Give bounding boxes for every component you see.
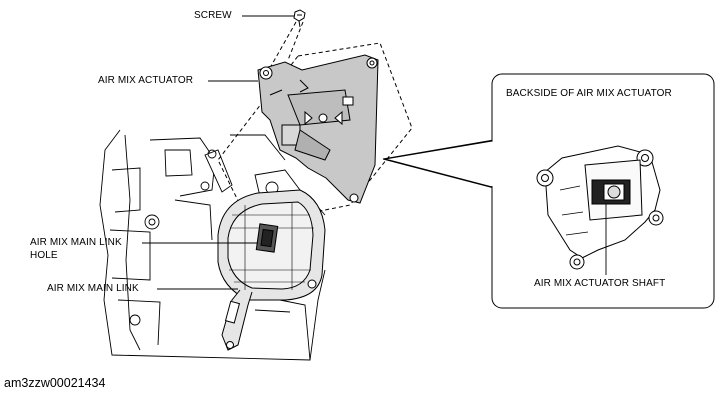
air-mix-main-link (217, 189, 326, 351)
label-backside-title: BACKSIDE OF AIR MIX ACTUATOR (506, 88, 672, 99)
actuator-backside-drawing (536, 145, 664, 270)
leader-lines (142, 15, 607, 290)
label-air-mix-main-link-hole-line1: AIR MIX MAIN LINK (30, 237, 122, 248)
label-air-mix-actuator: AIR MIX ACTUATOR (98, 75, 194, 86)
document-id: am3zzw00021434 (4, 376, 106, 390)
label-actuator-shaft: AIR MIX ACTUATOR SHAFT (534, 278, 666, 289)
screw (293, 9, 306, 28)
air-mix-actuator (257, 54, 379, 204)
label-screw: SCREW (194, 10, 232, 21)
label-air-mix-main-link-hole-line2: HOLE (30, 250, 58, 261)
label-air-mix-main-link: AIR MIX MAIN LINK (47, 283, 139, 294)
